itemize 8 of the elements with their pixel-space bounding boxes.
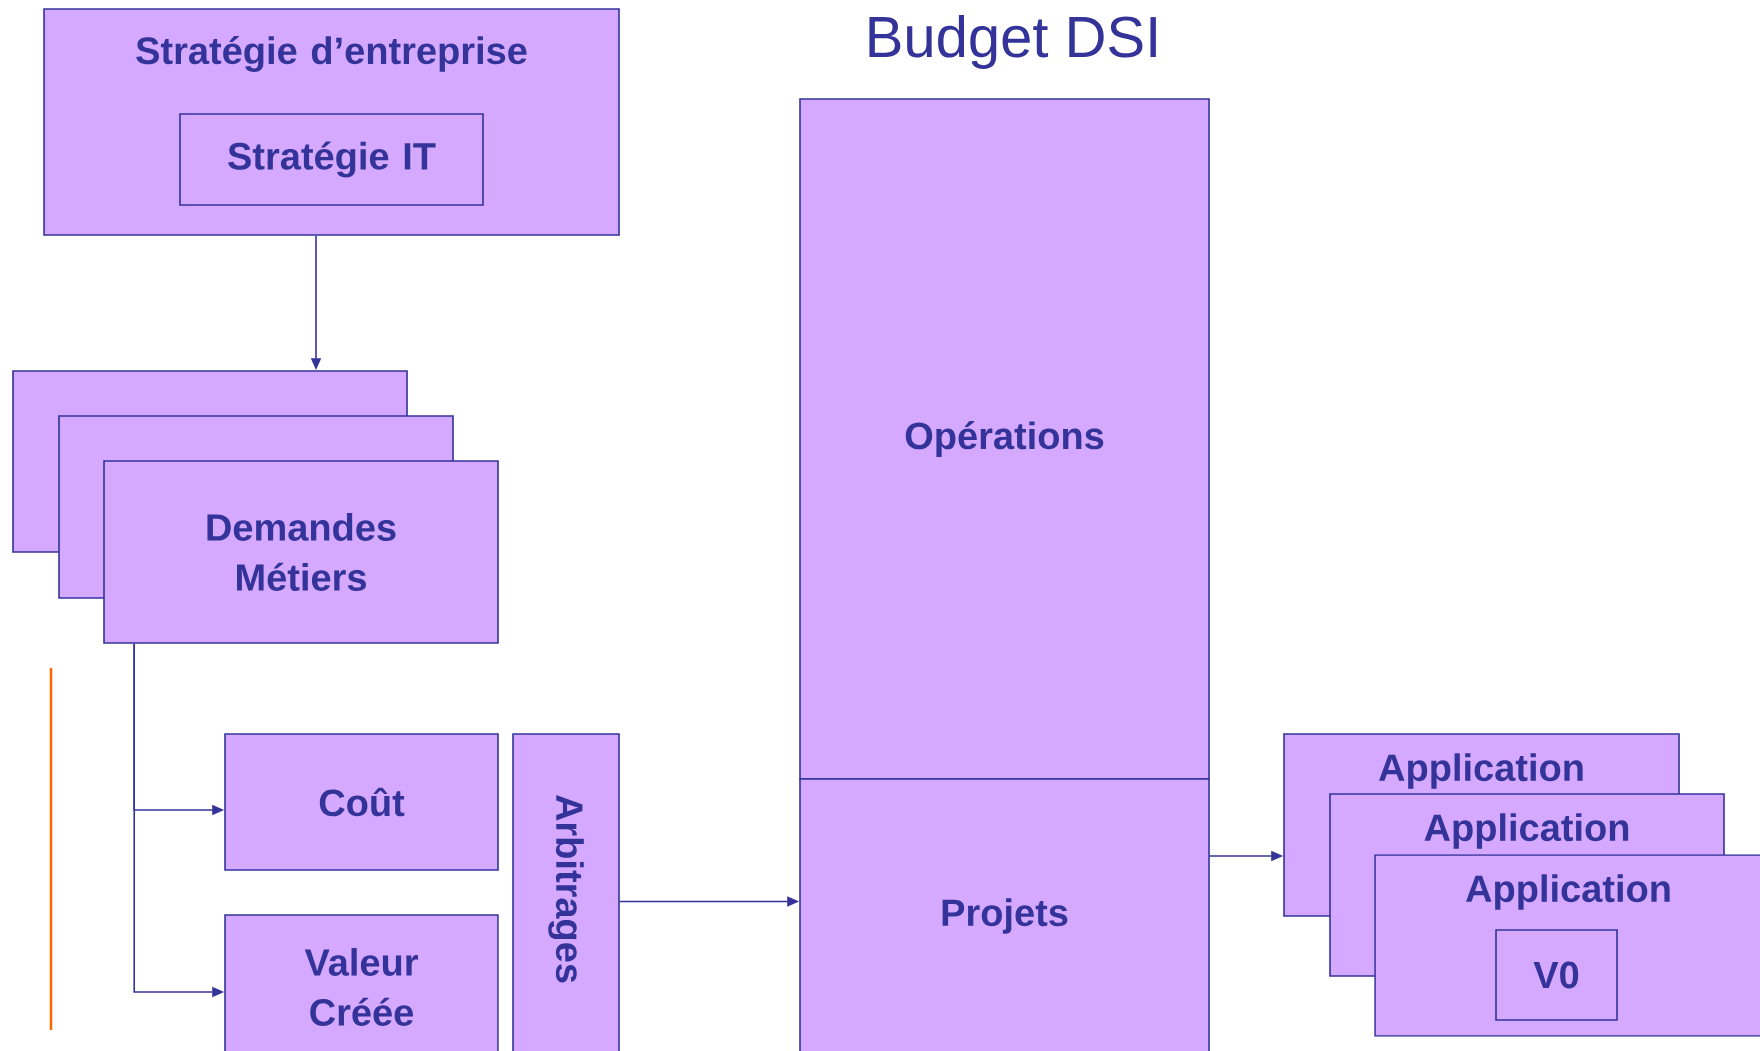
version-box: V0 [1495,929,1618,1021]
vertical-box: Arbitrages [512,733,620,1051]
process-box: Stratégie IT [179,113,484,206]
title: Budget DSI [869,14,1156,69]
process-box: Projets [799,778,1210,1051]
process-box: Valeur Créée [224,914,499,1051]
process-box: Demandes Métiers [103,460,499,644]
process-box: Coût [224,733,499,871]
